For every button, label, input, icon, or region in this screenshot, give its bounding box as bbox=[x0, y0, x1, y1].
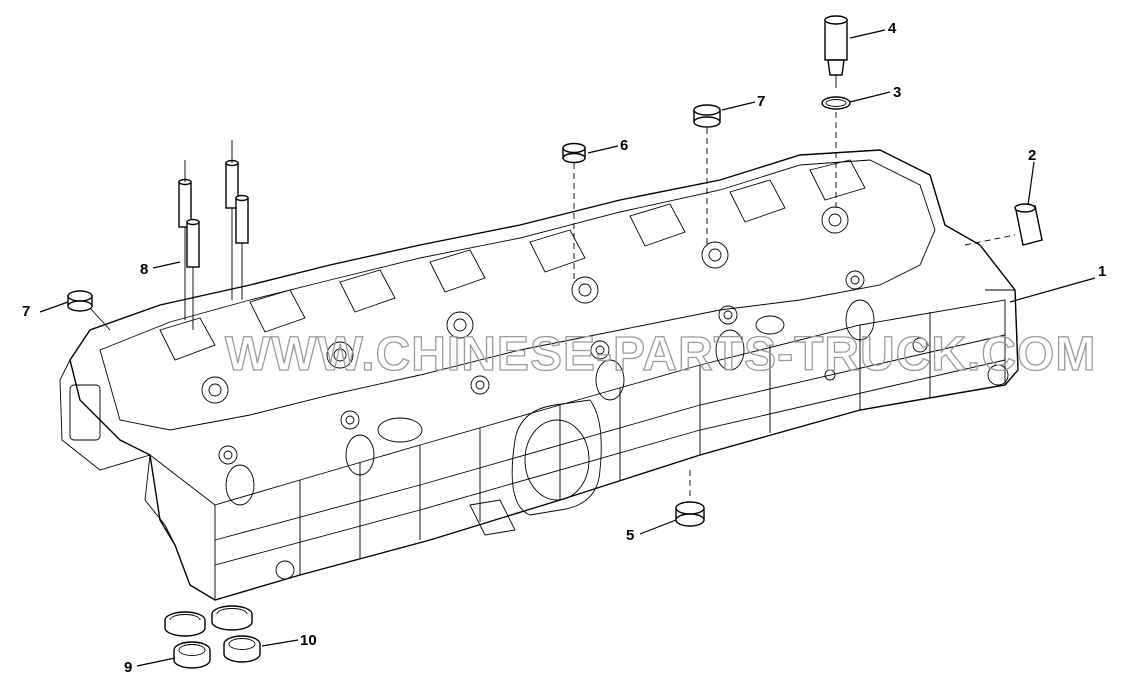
callout-7-left: 7 bbox=[22, 303, 30, 320]
callout-3: 3 bbox=[893, 84, 901, 101]
head-top-detail bbox=[159, 159, 928, 580]
callout-6: 6 bbox=[620, 137, 628, 154]
part-5-plug bbox=[675, 470, 705, 527]
part-7-plug-top bbox=[693, 104, 721, 248]
part-8-tubes bbox=[178, 140, 249, 330]
part-7-plug-left bbox=[67, 290, 111, 331]
callout-2: 2 bbox=[1028, 147, 1036, 164]
part-2-plug bbox=[964, 203, 1043, 246]
callout-10: 10 bbox=[300, 632, 317, 649]
part-3-oring bbox=[821, 96, 851, 210]
watermark-text: WWW.CHINESE-PARTS-TRUCK.COM bbox=[225, 328, 1096, 381]
callout-9: 9 bbox=[124, 659, 132, 676]
leader-lines bbox=[39, 29, 1096, 667]
callout-4: 4 bbox=[888, 20, 897, 37]
callout-7-top: 7 bbox=[757, 93, 765, 110]
part-6-plug bbox=[562, 142, 586, 282]
callout-1: 1 bbox=[1098, 263, 1106, 280]
cylinder-head bbox=[59, 149, 1019, 601]
callout-5: 5 bbox=[626, 527, 634, 544]
part-4-injector bbox=[824, 15, 848, 88]
callout-labels: 1 2 3 4 5 6 7 7 8 9 10 bbox=[22, 20, 1106, 676]
part-9-10-rings bbox=[164, 605, 261, 669]
callout-8: 8 bbox=[140, 261, 148, 278]
